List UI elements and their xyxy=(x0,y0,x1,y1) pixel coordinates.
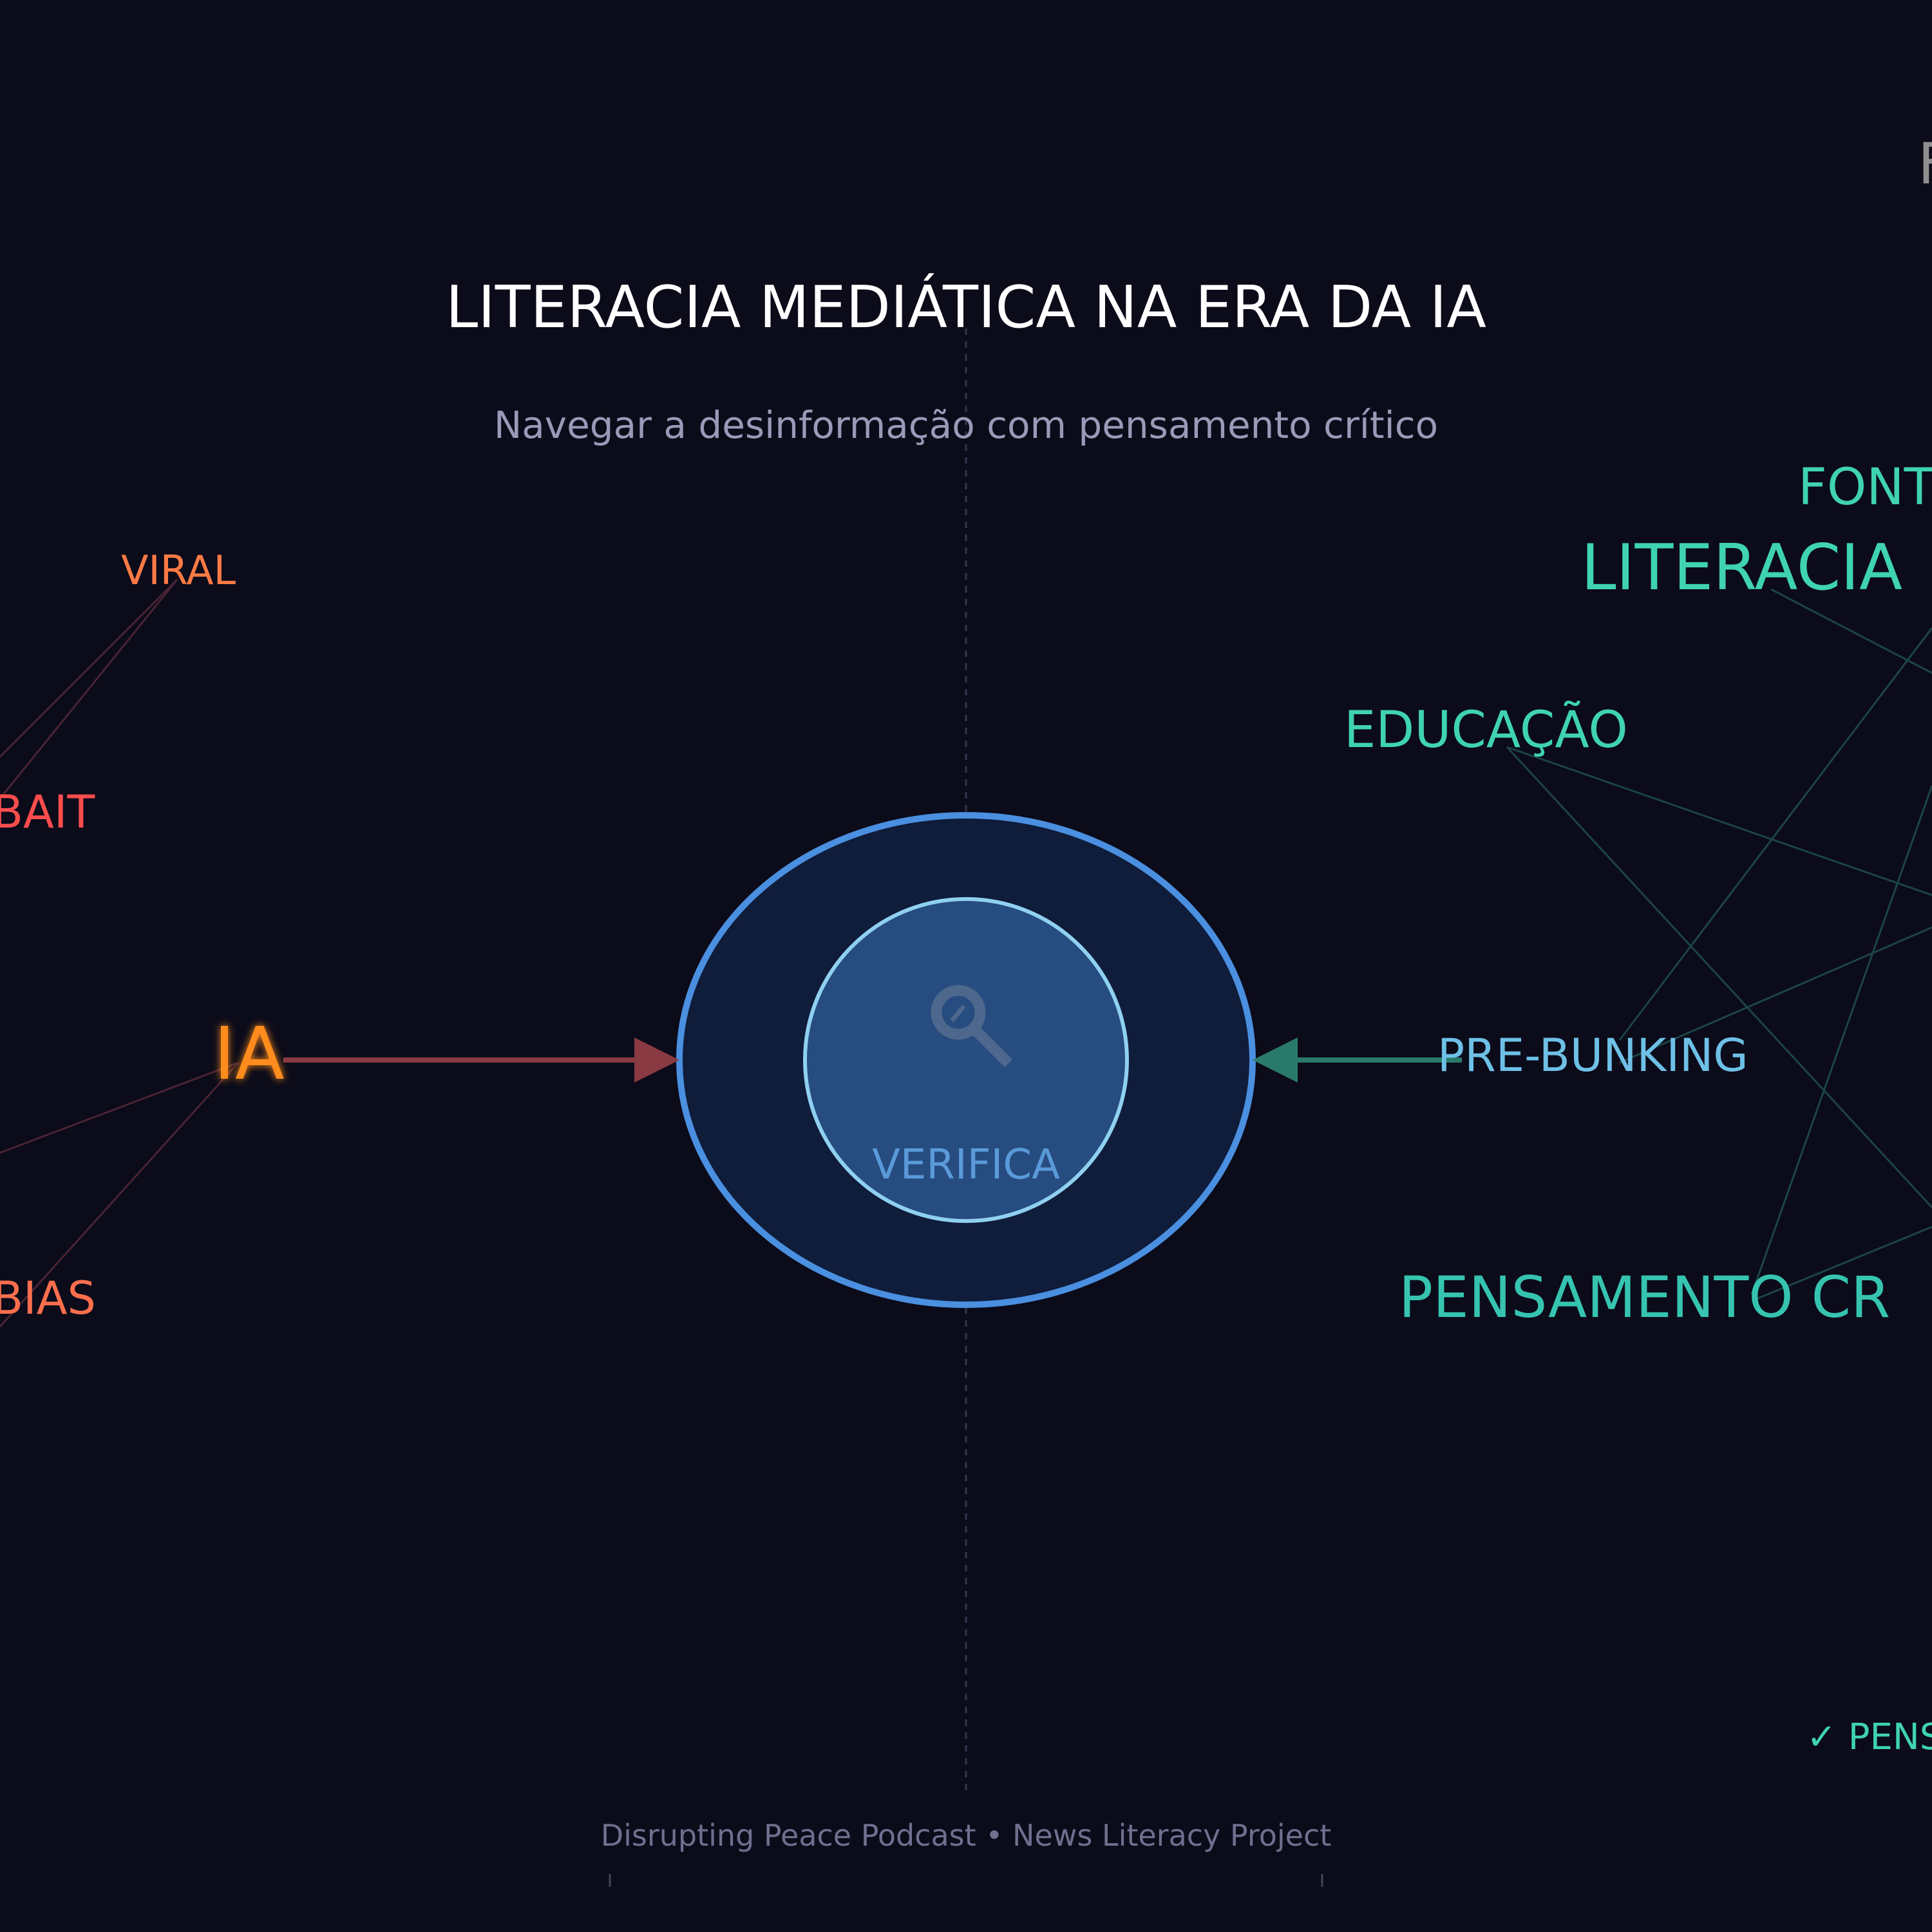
threat-label-bait: BAIT xyxy=(0,786,95,838)
checklist-item: ✓ PENS xyxy=(1806,1716,1932,1758)
solution-arrow xyxy=(1253,1037,1462,1083)
connector-ia-1 xyxy=(0,1061,239,1154)
threat-label-bias: BIAS xyxy=(0,1272,96,1325)
inner-circle xyxy=(803,897,1129,1223)
connector-viral-2 xyxy=(0,579,178,799)
verification-node: VERIFICA xyxy=(676,812,1256,1308)
connector-educacao-1 xyxy=(1506,746,1932,896)
solution-label-pensamento: PENSAMENTO CR xyxy=(1399,1264,1890,1331)
footer-credit: Disrupting Peace Podcast • News Literacy… xyxy=(601,1818,1332,1853)
connector-ia-2 xyxy=(0,1061,240,1328)
connector-prebunking-2 xyxy=(1619,926,1932,1064)
page-title: LITERACIA MEDIÁTICA NA ERA DA IA xyxy=(446,272,1486,341)
connector-viral-1 xyxy=(0,578,178,758)
top-right-text-fragment: F xyxy=(1918,131,1932,197)
threat-connectors xyxy=(0,578,240,1328)
connector-pensamento-1 xyxy=(1750,785,1932,1295)
threat-label-viral: VIRAL xyxy=(121,547,236,594)
solution-connectors xyxy=(1506,588,1932,1302)
page-subtitle: Navegar a desinformação com pensamento c… xyxy=(494,403,1438,447)
connector-educacao-2 xyxy=(1506,746,1932,1209)
connector-literacia xyxy=(1770,588,1932,674)
threat-label-ia: IA xyxy=(214,1012,285,1096)
threat-arrow xyxy=(283,1037,679,1083)
connector-prebunking-1 xyxy=(1618,627,1932,1041)
solution-label-literacia: LITERACIA xyxy=(1581,531,1902,605)
solution-label-educacao: EDUCAÇÃO xyxy=(1344,700,1628,759)
solution-label-prebunking: PRE-BUNKING xyxy=(1437,1029,1748,1082)
verify-label: VERIFICA xyxy=(872,1141,1060,1189)
connector-pensamento-2 xyxy=(1751,1226,1932,1302)
magnifier-icon xyxy=(931,985,1013,1068)
solution-label-fontes: FONT xyxy=(1798,459,1932,516)
